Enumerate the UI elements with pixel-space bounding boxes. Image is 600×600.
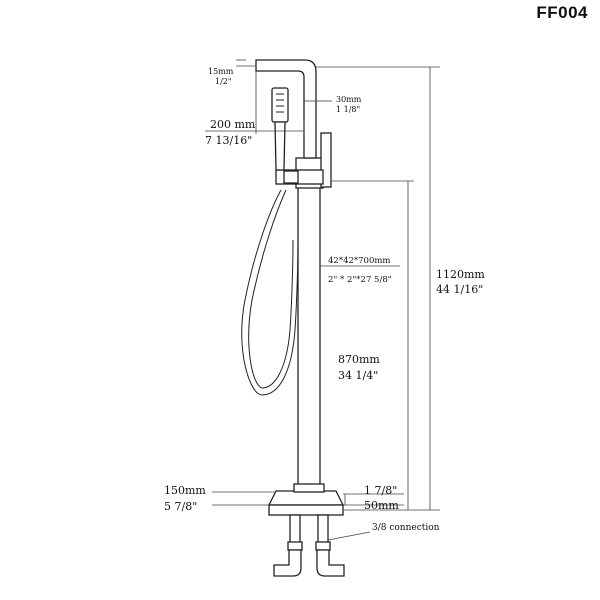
total-height-inch: 44 1/16" [436, 283, 483, 296]
spout-reach-mm: 200 mm [210, 118, 256, 131]
column [297, 185, 321, 492]
handle-height-mm: 870mm [338, 353, 380, 366]
column-size-inch: 2" * 2"*27 5/8" [328, 275, 392, 285]
spout [255, 59, 317, 159]
base-height-inch: 1 7/8" [364, 484, 397, 497]
spout-thickness-mm: 30mm [336, 95, 362, 104]
base-plate [267, 490, 345, 506]
total-height-mm: 1120mm [436, 268, 485, 281]
connection-label: 3/8 connection [372, 523, 440, 533]
model-code: FF004 [536, 3, 588, 22]
handle-height-inch: 34 1/4" [338, 369, 378, 382]
base-spacing-inch: 5 7/8" [164, 500, 197, 513]
dimension-labels: 15mm 1/2" 30mm 1 1/8" 200 mm 7 13/16" 42… [164, 67, 485, 533]
base-spacing-mm: 150mm [164, 484, 206, 497]
hand-shower-head [271, 87, 289, 123]
dimension-lines [205, 59, 440, 541]
spout-outlet-mm: 15mm [208, 67, 234, 76]
handle-lever [320, 132, 332, 188]
shower-holder [275, 169, 324, 185]
column-size-mm: 42*42*700mm [328, 256, 390, 266]
base-block [268, 504, 344, 516]
hose-elbow-left [273, 549, 302, 577]
shower-hose [241, 189, 299, 396]
holder-clip [283, 170, 299, 184]
faucet-body [241, 59, 345, 577]
spout-thickness-inch: 1 1/8" [336, 105, 360, 114]
hand-shower-handle [274, 121, 286, 171]
spout-outlet-inch: 1/2" [215, 77, 232, 86]
hose-elbow-right [316, 549, 345, 577]
base-height-mm: 50mm [364, 499, 399, 512]
spout-reach-inch: 7 13/16" [205, 134, 252, 147]
